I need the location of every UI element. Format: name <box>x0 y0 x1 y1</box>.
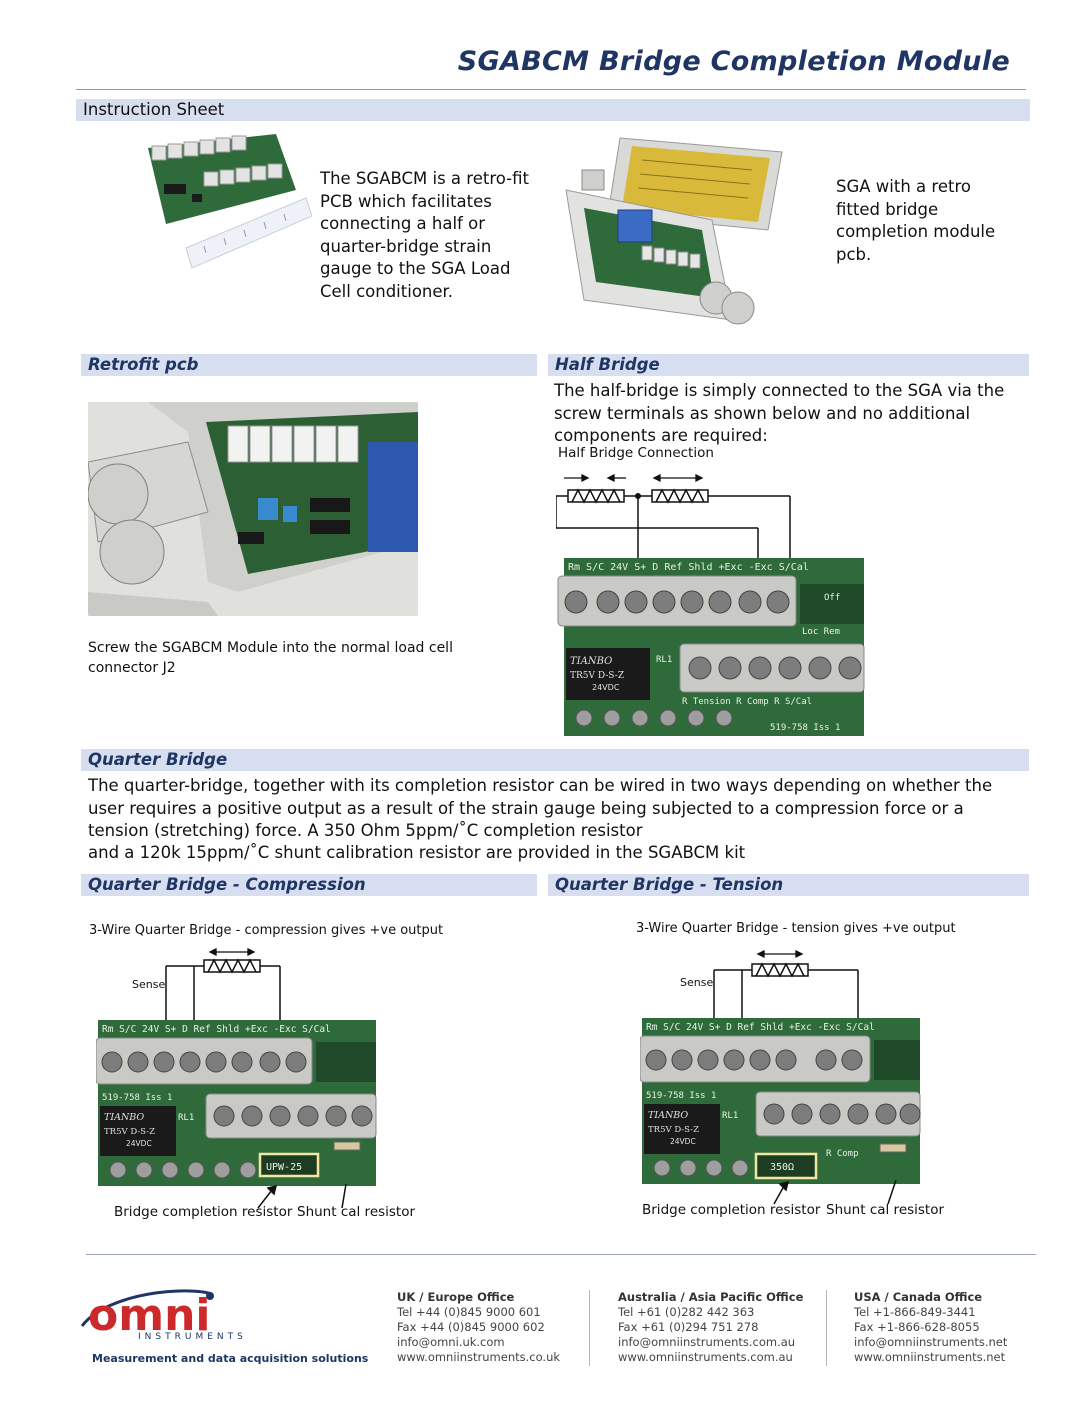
half-bridge-diagram-title: Half Bridge Connection <box>558 445 714 461</box>
instruction-sheet-label: Instruction Sheet <box>83 100 225 119</box>
half-board-rl1: RL1 <box>656 655 672 665</box>
office-uk: UK / Europe Office Tel +44 (0)845 9000 6… <box>397 1290 560 1365</box>
compression-board-top-label: Rm S/C 24V S+ D Ref Shld +Exc -Exc S/Cal <box>102 1024 331 1035</box>
office-australia-fax: Fax +61 (0)294 751 278 <box>618 1320 759 1334</box>
half-bridge-description: The half-bridge is simply connected to t… <box>554 381 1005 445</box>
footer-tagline: Measurement and data acquisition solutio… <box>92 1352 369 1365</box>
office-usa-fax: Fax +1-866-628-8055 <box>854 1320 980 1334</box>
half-relay-brand: TIANBO <box>570 656 612 667</box>
tension-board-rl1: RL1 <box>722 1111 738 1121</box>
quarter-bridge-description: The quarter-bridge, together with its co… <box>88 776 993 840</box>
tension-relay-brand: TIANBO <box>648 1110 688 1121</box>
office-australia-name: Australia / Asia Pacific Office <box>618 1290 804 1304</box>
tension-pointers <box>770 1179 910 1206</box>
half-relay-voltage: 24VDC <box>592 683 620 692</box>
compression-diagram: Sense Rm S/C 24V S+ D Ref Shld +Exc -Exc… <box>95 942 386 1192</box>
retrofit-heading-bar: Retrofit pcb <box>81 354 537 376</box>
compression-board-rl1: RL1 <box>178 1113 194 1123</box>
compression-heading-bar: Quarter Bridge - Compression <box>81 874 537 896</box>
half-board-off: Off <box>824 593 840 603</box>
quarter-bridge-heading: Quarter Bridge <box>88 750 228 769</box>
compression-sense-label: Sense <box>132 978 165 991</box>
tension-board-iss: 519-758 Iss 1 <box>646 1091 716 1101</box>
instruction-sheet-bar: Instruction Sheet <box>76 99 1030 121</box>
title-divider <box>76 89 1026 90</box>
compression-shunt-label: Shunt cal resistor <box>297 1204 416 1220</box>
quarter-bridge-kit-note: and a 120k 15ppm/˚C shunt calibration re… <box>88 843 746 862</box>
compression-relay-brand: TIANBO <box>104 1112 144 1123</box>
retrofit-caption: Screw the SGABCM Module into the normal … <box>88 640 453 676</box>
retrofit-photo <box>88 402 418 616</box>
half-bridge-diagram: Rm S/C 24V S+ D Ref Shld +Exc -Exc S/Cal… <box>555 466 868 736</box>
half-board-bottom-label: R Tension R Comp R S/Cal <box>682 697 812 707</box>
pcb-photo <box>146 128 313 270</box>
tension-heading-bar: Quarter Bridge - Tension <box>548 874 1029 896</box>
sga-enclosure-photo <box>562 130 794 346</box>
office-uk-fax: Fax +44 (0)845 9000 602 <box>397 1320 545 1334</box>
tension-board-top-label: Rm S/C 24V S+ D Ref Shld +Exc -Exc S/Cal <box>646 1022 875 1033</box>
office-australia-web[interactable]: www.omniinstruments.com.au <box>618 1350 793 1364</box>
office-usa-name: USA / Canada Office <box>854 1290 983 1304</box>
tension-heading: Quarter Bridge - Tension <box>555 875 784 894</box>
compression-heading: Quarter Bridge - Compression <box>88 875 366 894</box>
office-usa-tel: Tel +1-866-849-3441 <box>854 1305 976 1319</box>
office-uk-tel: Tel +44 (0)845 9000 601 <box>397 1305 541 1319</box>
omni-logo-wordmark: omni <box>88 1290 211 1341</box>
office-usa-web[interactable]: www.omniinstruments.net <box>854 1350 1006 1364</box>
office-uk-email[interactable]: info@omni.uk.com <box>397 1335 505 1349</box>
half-bridge-heading-bar: Half Bridge <box>548 354 1029 376</box>
quarter-bridge-heading-bar: Quarter Bridge <box>81 749 1029 771</box>
office-uk-name: UK / Europe Office <box>397 1290 515 1304</box>
office-usa-email[interactable]: info@omniinstruments.net <box>854 1335 1008 1349</box>
compression-pointers <box>254 1183 364 1210</box>
sga-description: SGA with a retro fitted bridge completio… <box>836 177 996 264</box>
tension-diagram-title: 3-Wire Quarter Bridge - tension gives +v… <box>636 921 956 936</box>
compression-relay-model: TR5V D-S-Z <box>104 1127 155 1137</box>
office-australia-email[interactable]: info@omniinstruments.com.au <box>618 1335 796 1349</box>
tension-diagram: Sense Rm S/C 24V S+ D Ref Shld +Exc -Exc… <box>639 940 930 1190</box>
half-bridge-heading: Half Bridge <box>555 355 660 374</box>
office-australia: Australia / Asia Pacific Office Tel +61 … <box>618 1290 803 1365</box>
page-title: SGABCM Bridge Completion Module <box>457 46 1010 77</box>
compression-board-iss: 519-758 Iss 1 <box>102 1093 172 1103</box>
tension-completion-resistor: 350Ω <box>770 1162 794 1173</box>
compression-diagram-title: 3-Wire Quarter Bridge - compression give… <box>89 923 444 938</box>
footer-separator-2 <box>826 1290 827 1366</box>
office-uk-web[interactable]: www.omniinstruments.co.uk <box>397 1350 561 1364</box>
office-usa: USA / Canada Office Tel +1-866-849-3441 … <box>854 1290 1007 1365</box>
compression-relay-voltage: 24VDC <box>126 1139 152 1148</box>
compression-completion-label: Bridge completion resistor <box>114 1204 293 1220</box>
tension-sense-label: Sense <box>680 976 713 989</box>
tension-board-r-comp: R Comp <box>826 1149 859 1159</box>
office-australia-tel: Tel +61 (0)282 442 363 <box>618 1305 755 1319</box>
tension-completion-label: Bridge completion resistor <box>642 1202 821 1218</box>
half-relay-model: TR5V D-S-Z <box>570 671 624 681</box>
retrofit-heading: Retrofit pcb <box>88 355 199 374</box>
half-board-loc-rem: Loc Rem <box>802 627 840 637</box>
pcb-description: The SGABCM is a retro-fit PCB which faci… <box>320 169 529 301</box>
omni-logo-sub: INSTRUMENTS <box>138 1332 247 1342</box>
tension-relay-model: TR5V D-S-Z <box>648 1125 699 1135</box>
omni-logo <box>78 1286 228 1346</box>
half-board-iss: 519-758 Iss 1 <box>770 723 840 733</box>
footer-divider <box>86 1254 1036 1255</box>
tension-relay-voltage: 24VDC <box>670 1137 696 1146</box>
half-board-top-label: Rm S/C 24V S+ D Ref Shld +Exc -Exc S/Cal <box>568 562 809 573</box>
footer-separator-1 <box>589 1290 590 1366</box>
compression-completion-resistor: UPW-25 <box>266 1162 302 1173</box>
tension-shunt-label: Shunt cal resistor <box>826 1202 945 1218</box>
